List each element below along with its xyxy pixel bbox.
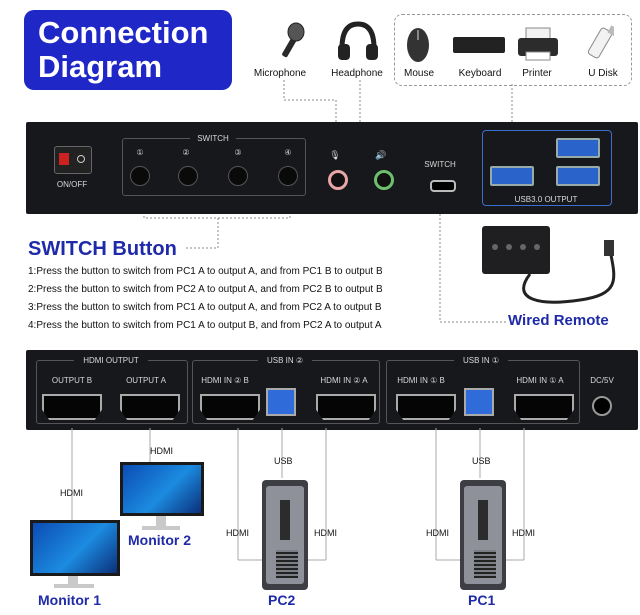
hdmi-in-1b-port[interactable] [396,394,456,420]
switch-number-3: ③ [234,148,242,157]
front-panel: ON/OFF SWITCH ① ② ③ ④ 🎙 🔊 SWITCH USB3.0 … [26,122,638,214]
usb-in-1-port[interactable] [464,388,494,416]
wired-remote-label: Wired Remote [508,312,609,329]
switch-desc-3: 3:Press the button to switch from PC1 A … [28,302,382,313]
dc-label: DC/5V [590,376,614,385]
cable-hdmi-monitor1: HDMI [60,488,83,498]
switch-button-3[interactable] [228,166,248,186]
usb-output-port-2[interactable] [556,138,600,158]
hdmi-in-1b-label: HDMI IN ① B [397,376,445,385]
usb-in-2-label: USB IN ② [258,356,312,365]
pc2-label: PC2 [268,592,296,608]
switch-port-label: SWITCH [424,160,456,169]
usb-devices-group [394,14,632,86]
usb-output-port-3[interactable] [556,166,600,186]
hdmi-in-1a-label: HDMI IN ① A [516,376,564,385]
usb-in-2-port[interactable] [266,388,296,416]
mic-jack-icon: 🎙 [329,150,341,160]
title-line-1: Connection [38,15,209,50]
switch-button-heading: SWITCH Button [28,238,177,260]
mic-jack[interactable] [328,170,348,190]
monitor-2-screen [120,462,204,516]
monitor-1 [30,520,120,590]
output-b-label: OUTPUT B [51,376,93,385]
usb-output-group [482,130,612,206]
dc-port[interactable] [592,396,612,416]
monitor-1-label: Monitor 1 [38,592,101,608]
output-a-label: OUTPUT A [126,376,166,385]
hdmi-in-1a-port[interactable] [514,394,574,420]
microphone-icon [282,22,305,58]
pc2-tower [262,480,308,590]
title-box: Connection Diagram [24,10,232,90]
hdmi-in-2a-label: HDMI IN ② A [320,376,368,385]
switch-number-4: ④ [284,148,292,157]
headphone-icon [338,21,378,60]
cable-usb-pc2: USB [274,456,293,466]
cable-hdmi-pc2-b: HDMI [226,528,249,538]
cable-hdmi-pc1-b: HDMI [426,528,449,538]
udisk-label: U Disk [588,68,618,79]
switch-number-1: ① [136,148,144,157]
printer-icon [518,27,558,61]
headphone-label: Headphone [331,68,383,79]
mouse-icon [407,28,429,62]
hdmi-output-label: HDMI OUTPUT [74,356,148,365]
monitor-1-screen [30,520,120,576]
usb-disk-icon [587,25,614,59]
cable-hdmi-pc2-a: HDMI [314,528,337,538]
switch-desc-1: 1:Press the button to switch from PC1 A … [28,266,383,277]
switch-desc-2: 2:Press the button to switch from PC2 A … [28,284,383,295]
usb-output-label: USB3.0 OUTPUT [508,195,584,204]
usb-output-port-1[interactable] [490,166,534,186]
hdmi-output-b-port[interactable] [42,394,102,420]
printer-label: Printer [522,68,552,79]
remote-cable [522,240,616,304]
keyboard-icon [453,37,505,53]
title-line-2: Diagram [38,49,163,84]
monitor-2-label: Monitor 2 [128,532,191,548]
microphone-label: Microphone [253,68,307,79]
switch-desc-4: 4:Press the button to switch from PC1 A … [28,320,382,331]
switch-button-4[interactable] [278,166,298,186]
pc1-tower [460,480,506,590]
back-panel: HDMI OUTPUT OUTPUT B OUTPUT A USB IN ② H… [26,350,638,430]
switch-port[interactable] [430,180,456,192]
switch-number-2: ② [182,148,190,157]
hdmi-output-a-port[interactable] [120,394,180,420]
onoff-label: ON/OFF [56,180,88,189]
hdmi-in-2b-label: HDMI IN ② B [201,376,249,385]
headphone-jack[interactable] [374,170,394,190]
hdmi-in-2b-port[interactable] [200,394,260,420]
cable-hdmi-monitor2: HDMI [150,446,173,456]
speaker-jack-icon: 🔊 [375,150,387,160]
wired-remote-device [482,226,550,274]
usb-in-1-label: USB IN ① [454,356,508,365]
power-switch[interactable] [54,146,92,174]
monitor-2 [120,462,204,532]
switch-button-1[interactable] [130,166,150,186]
pc1-label: PC1 [468,592,496,608]
keyboard-label: Keyboard [458,68,502,79]
cable-hdmi-pc1-a: HDMI [512,528,535,538]
switch-button-2[interactable] [178,166,198,186]
mouse-label: Mouse [403,68,434,79]
cable-usb-pc1: USB [472,456,491,466]
hdmi-in-2a-port[interactable] [316,394,376,420]
switch-group-label: SWITCH [190,134,236,143]
